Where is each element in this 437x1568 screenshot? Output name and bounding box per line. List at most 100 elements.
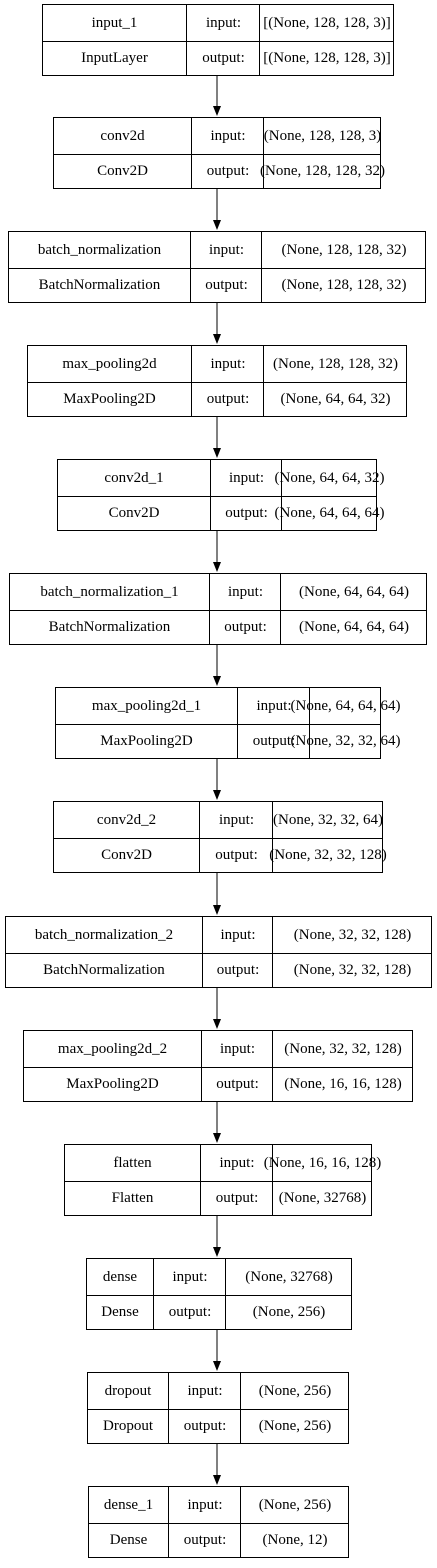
output-label: output: [209, 611, 281, 644]
layer-type: BatchNormalization [48, 619, 171, 635]
layer-node-max-pooling2d-2: max_pooling2d_2 input:(None, 32, 32, 128)… [23, 1030, 413, 1102]
input-shape: (None, 16, 16, 128) [264, 1145, 381, 1181]
layer-name: batch_normalization [37, 241, 162, 258]
input-label: input: [153, 1259, 226, 1295]
layer-name: max_pooling2d [62, 355, 157, 372]
input-shape: (None, 32, 32, 128) [272, 917, 432, 953]
output-label: output: [153, 1296, 226, 1329]
layer-name: input_1 [91, 14, 138, 31]
output-shape: (None, 128, 128, 32) [261, 269, 426, 302]
input-label: input: [200, 1145, 273, 1181]
output-label: output: [191, 155, 264, 188]
input-label: input: [191, 346, 264, 382]
layer-type: MaxPooling2D [66, 1076, 159, 1092]
layer-name: batch_normalization_2 [34, 926, 174, 943]
input-label: input: [210, 460, 282, 496]
input-label: input: [186, 5, 260, 41]
layer-input-row: input_1 input:[(None, 128, 128, 3)] [43, 5, 393, 42]
input-shape: (None, 256) [240, 1487, 349, 1523]
input-label: input: [190, 232, 262, 268]
layer-type: Dense [101, 1304, 139, 1320]
arrowhead-icon [213, 448, 221, 458]
arrowhead-icon [213, 790, 221, 800]
output-label: output: [202, 954, 273, 987]
layer-name: conv2d_2 [96, 811, 157, 828]
layer-type: BatchNormalization [38, 277, 161, 293]
input-label: input: [168, 1487, 241, 1523]
output-label: output: [168, 1410, 241, 1443]
layer-type: Conv2D [97, 163, 148, 179]
layer-name: conv2d [100, 127, 145, 144]
input-shape: (None, 32, 32, 64) [272, 802, 383, 838]
arrowhead-icon [213, 562, 221, 572]
arrowhead-icon [213, 676, 221, 686]
layer-input-row: batch_normalization input:(None, 128, 128… [9, 232, 425, 269]
input-shape: [(None, 128, 128, 3)] [259, 5, 394, 41]
output-shape: (None, 256) [225, 1296, 352, 1329]
output-label: output: [210, 497, 282, 530]
layer-name: max_pooling2d_1 [91, 697, 202, 714]
layer-type: InputLayer [81, 50, 148, 66]
input-label: input: [201, 1031, 273, 1067]
output-label: output: [200, 1182, 273, 1215]
input-shape: (None, 128, 128, 32) [261, 232, 426, 268]
input-label: input: [199, 802, 273, 838]
input-shape: (None, 32, 32, 128) [272, 1031, 413, 1067]
output-label: output: [201, 1068, 273, 1101]
layer-type: MaxPooling2D [100, 733, 193, 749]
input-shape: (None, 256) [240, 1373, 349, 1409]
output-label: output: [191, 383, 264, 416]
input-label: input: [202, 917, 273, 953]
input-label: input: [191, 118, 264, 154]
arrowhead-icon [213, 334, 221, 344]
output-shape: (None, 12) [240, 1524, 349, 1557]
layer-node-dense: dense input:(None, 32768) Dense output:(Non… [86, 1258, 352, 1330]
input-label: input: [168, 1373, 241, 1409]
output-shape: (None, 64, 64, 64) [275, 497, 385, 530]
arrowhead-icon [213, 1475, 221, 1485]
layer-type: Conv2D [101, 847, 152, 863]
output-label: output: [237, 725, 310, 758]
layer-node-batch-normalization-2: batch_normalization_2 input:(None, 32, 32… [5, 916, 432, 988]
output-shape: [(None, 128, 128, 3)] [259, 42, 394, 75]
output-shape: (None, 32, 32, 128) [272, 954, 432, 987]
arrowhead-icon [213, 1247, 221, 1257]
layer-output-row: MaxPooling2D output:(None, 32, 32, 64) [56, 725, 401, 758]
layer-output-row: BatchNormalization output:(None, 128, 128… [9, 269, 425, 302]
output-label: output: [186, 42, 260, 75]
layer-type: MaxPooling2D [63, 391, 156, 407]
layer-input-row: conv2d_2 input:(None, 32, 32, 64) [54, 802, 383, 839]
input-shape: (None, 32768) [225, 1259, 352, 1295]
output-label: output: [190, 269, 262, 302]
layer-name: max_pooling2d_2 [57, 1040, 168, 1057]
layer-node-batch-normalization: batch_normalization input:(None, 128, 128… [8, 231, 426, 303]
layer-name: flatten [113, 1154, 152, 1171]
layer-input-row: max_pooling2d_2 input:(None, 32, 32, 128) [24, 1031, 412, 1068]
input-shape: (None, 64, 64, 64) [280, 574, 427, 610]
layer-type: Dropout [103, 1418, 153, 1434]
layer-output-row: MaxPooling2D output:(None, 64, 64, 32) [28, 383, 406, 416]
layer-output-row: Dense output:(None, 256) [87, 1296, 351, 1329]
output-shape: (None, 32, 32, 64) [291, 725, 401, 758]
layer-type: Flatten [111, 1190, 154, 1206]
layer-type: Dense [109, 1532, 148, 1548]
layer-name: dense [102, 1268, 138, 1285]
output-shape: (None, 64, 64, 32) [263, 383, 407, 416]
